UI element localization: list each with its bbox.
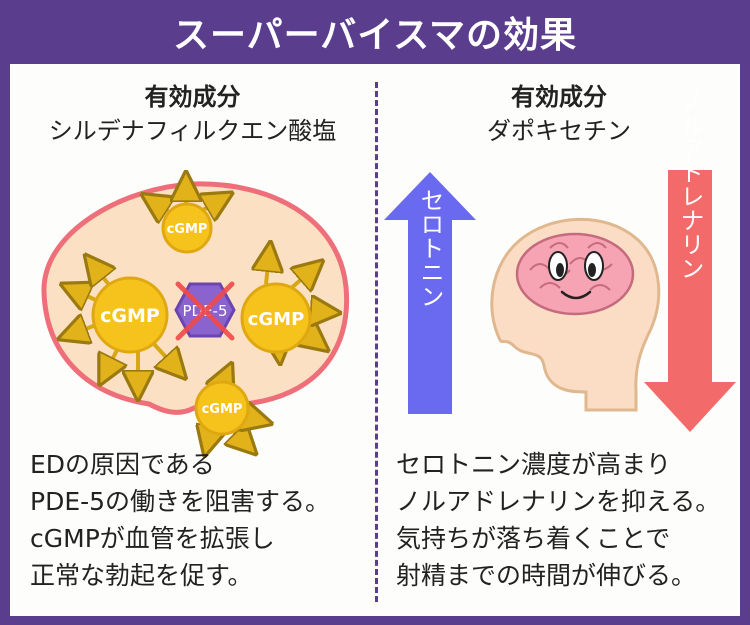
- cgmp-molecule-4: cGMP: [194, 380, 250, 436]
- brain-illustration: セロトニン ノルアドレナリン: [384, 88, 736, 432]
- right-desc-line-3: 気持ちが落ち着くことで: [396, 524, 671, 553]
- cgmp-label-4: cGMP: [202, 402, 243, 417]
- noradrenaline-label: ノルアドレナリン: [676, 88, 704, 280]
- cgmp-label-1: cGMP: [167, 222, 208, 237]
- content-panel: 有効成分 シルデナフィルクエン酸塩 有効成分 ダポキセチン: [10, 64, 740, 616]
- cgmp-label-2: cGMP: [248, 309, 305, 330]
- pde5-enzyme: PDE-5: [174, 281, 236, 341]
- left-desc-line-4: 正常な勃起を促す。: [30, 561, 253, 590]
- right-header: 有効成分 ダポキセチン: [378, 80, 740, 148]
- noradrenaline-down-arrow: ノルアドレナリン: [644, 88, 736, 432]
- right-desc-line-1: セロトニン濃度が高まり: [396, 450, 672, 479]
- page-title: スーパーバイスマの効果: [172, 15, 578, 56]
- serotonin-label: セロトニン: [416, 188, 444, 308]
- left-ingredient: シルデナフィルクエン酸塩: [48, 117, 337, 145]
- left-desc-line-1: EDの原因である: [30, 450, 215, 479]
- left-header: 有効成分 シルデナフィルクエン酸塩: [10, 80, 375, 148]
- left-desc-line-3: cGMPが血管を拡張し: [30, 524, 275, 553]
- brain-icon: [515, 232, 635, 316]
- left-description: EDの原因である PDE-5の働きを阻害する。 cGMPが血管を拡張し 正常な勃…: [30, 446, 330, 594]
- right-desc-line-4: 射精までの時間が伸びる。: [396, 561, 697, 590]
- serotonin-up-arrow: セロトニン: [384, 172, 476, 414]
- cgmp-label-3: cGMP: [100, 305, 160, 327]
- left-desc-line-2: PDE-5の働きを阻害する。: [30, 487, 331, 516]
- right-description: セロトニン濃度が高まり ノルアドレナリンを抑える。 気持ちが落ち着くことで 射精…: [396, 446, 720, 594]
- left-heading: 有効成分: [144, 83, 241, 111]
- right-heading: 有効成分: [511, 83, 607, 111]
- right-ingredient: ダポキセチン: [487, 117, 631, 145]
- right-desc-line-2: ノルアドレナリンを抑える。: [396, 487, 721, 516]
- column-divider: [375, 82, 378, 602]
- cgmp-molecule-3: cGMP: [91, 276, 169, 354]
- cell-illustration: cGMP cGMP cGMP cGMP PDE-5: [41, 172, 350, 436]
- cgmp-molecule-1: cGMP: [161, 202, 213, 254]
- cgmp-molecule-2: cGMP: [240, 282, 312, 354]
- blocked-cross-icon: [175, 281, 235, 341]
